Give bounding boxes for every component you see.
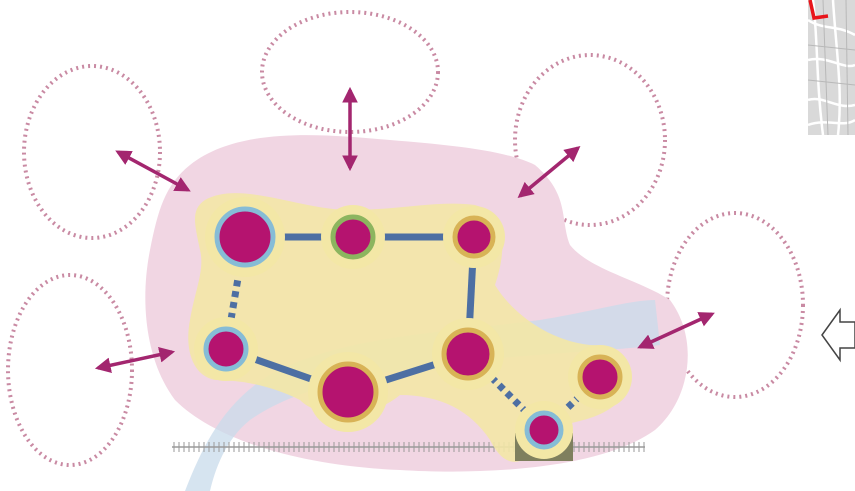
link-n1-n4	[222, 236, 249, 350]
zone-right	[665, 211, 805, 399]
arrow-right	[637, 312, 715, 349]
nodes	[194, 197, 632, 459]
node-n5	[317, 361, 379, 423]
node-n1	[214, 206, 276, 268]
arrow-bottom-left	[94, 346, 176, 374]
arrow-top-right	[517, 145, 581, 199]
left-arrow-icon[interactable]	[820, 300, 855, 370]
map-highlight	[808, 0, 829, 20]
map-thumbnail[interactable]	[808, 0, 855, 135]
railway	[172, 442, 645, 452]
node-halo	[188, 193, 629, 462]
zone-top-right	[513, 53, 667, 227]
node-n4	[203, 326, 249, 372]
node-n7	[524, 410, 564, 450]
zone-top	[260, 10, 440, 134]
node-n6	[441, 327, 495, 381]
zone-bottom-left	[6, 273, 134, 467]
arrows	[94, 86, 715, 374]
zone-top-left	[22, 64, 162, 240]
arrow-top-left	[115, 150, 191, 192]
node-n2	[330, 214, 376, 260]
network-diagram	[6, 10, 805, 491]
node-n8	[577, 354, 623, 400]
node-n3	[452, 215, 496, 259]
